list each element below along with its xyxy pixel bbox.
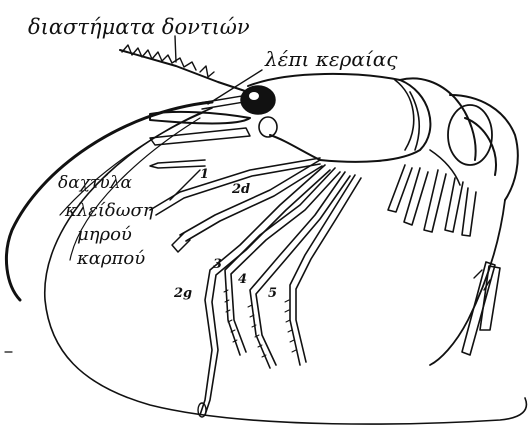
- leg-number-3: 3: [213, 257, 222, 272]
- label-joint-line3: καρπού: [76, 248, 145, 269]
- leg-number-2g: 2g: [173, 286, 192, 301]
- label-finger: δαχτύλα: [58, 173, 133, 193]
- carapace: [248, 74, 430, 162]
- leg-2g: [198, 165, 330, 417]
- leg-number-2d: 2d: [231, 182, 250, 197]
- pleopods: [388, 165, 476, 236]
- leg-number-1: 1: [200, 167, 209, 182]
- leg-number-5: 5: [268, 286, 277, 301]
- leg-number-4: 4: [238, 272, 247, 287]
- label-joint-line2: μηρού: [77, 224, 132, 245]
- tail-fan: [430, 200, 505, 365]
- abdomen: [400, 78, 518, 200]
- label-rostrum-teeth: διαστήματα δοντιών: [28, 15, 250, 39]
- label-antennal-scale: λέπι κεραίας: [264, 47, 398, 71]
- label-joint-line1: κλείδωση: [64, 200, 154, 221]
- rostrum: [120, 45, 248, 92]
